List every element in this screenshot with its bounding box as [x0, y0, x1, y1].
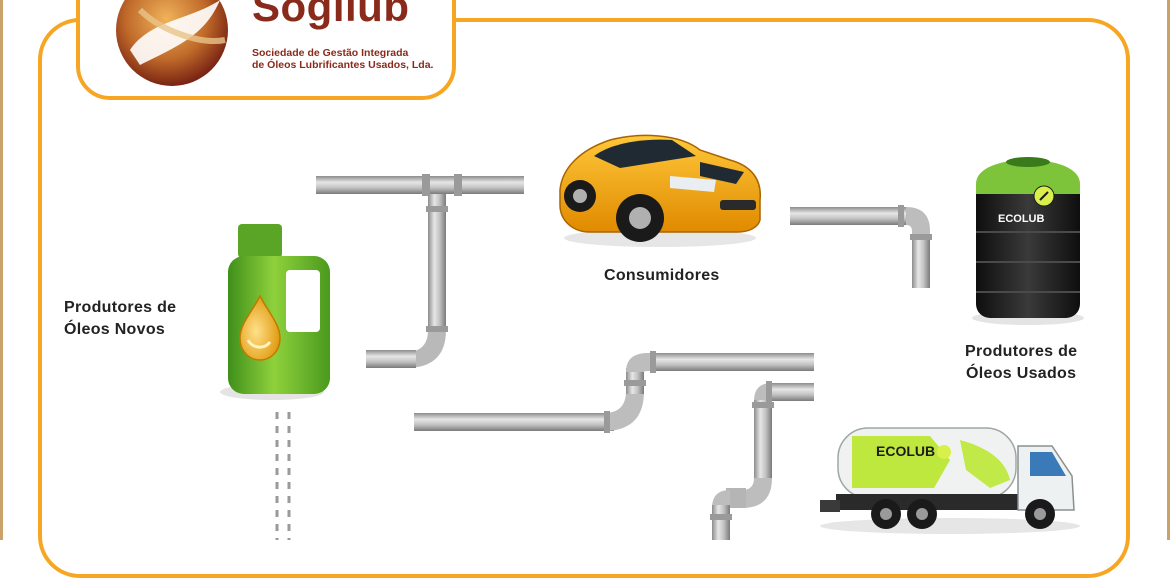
tank-brand-text: ECOLUB: [998, 213, 1045, 225]
label-used-oil-producers-line2: Óleos Usados: [966, 365, 1077, 382]
outer-border-right: [1167, 0, 1170, 540]
outer-border-left: [0, 0, 3, 540]
label-used-oil-producers-line1: Produtores de: [965, 343, 1078, 360]
logo-name: Sogilub: [252, 0, 410, 30]
label-new-oil-producers-line2: Óleos Novos: [64, 321, 166, 338]
pipe-to-truck: [710, 381, 814, 540]
logo-tagline-line1: Sociedade de Gestão Integrada: [252, 47, 409, 59]
pipe-return: [414, 351, 814, 433]
tanker-truck-icon: [820, 427, 1080, 534]
label-consumers-line1: Consumidores: [604, 267, 720, 284]
dashed-flow-line: [275, 412, 291, 540]
pipe-to-used-oil: [790, 205, 932, 288]
flow-diagram: ECOLUB ECOLUB: [220, 134, 1084, 540]
logo-swirl-icon: [116, 0, 228, 86]
label-new-oil-producers: Produtores de Óleos Novos: [64, 297, 176, 341]
pipe-to-consumers: [316, 174, 524, 368]
used-oil-tank-icon: [972, 157, 1084, 325]
car-icon: [559, 134, 761, 247]
oil-bottle-icon: [220, 224, 330, 400]
label-new-oil-producers-line1: Produtores de: [64, 299, 177, 316]
logo-tagline-line2: de Óleos Lubrificantes Usados, Lda.: [252, 59, 434, 71]
label-used-oil-producers: Produtores de Óleos Usados: [965, 341, 1077, 385]
label-consumers: Consumidores: [604, 265, 720, 287]
logo-tagline: Sociedade de Gestão Integrada de Óleos L…: [252, 47, 452, 71]
truck-brand-text: ECOLUB: [876, 443, 935, 459]
